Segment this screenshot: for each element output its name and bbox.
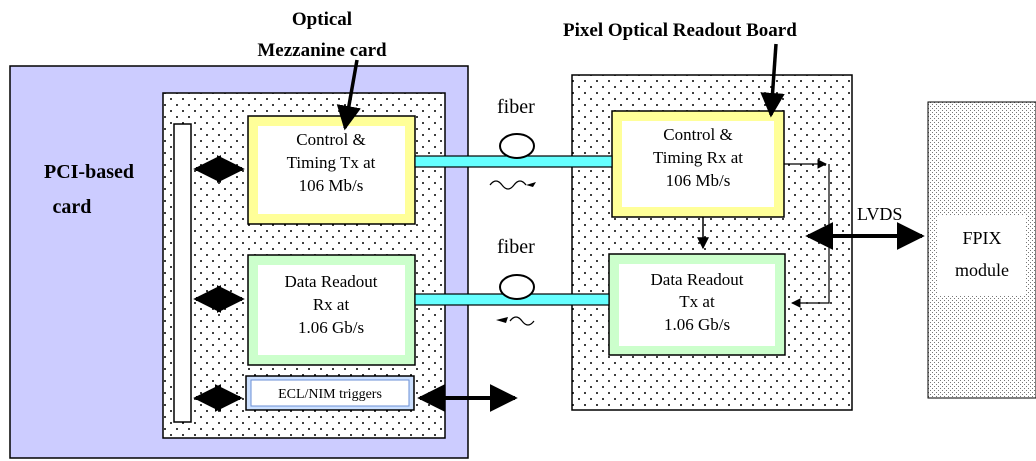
control-timing-rx-line2: Timing Rx at bbox=[653, 148, 743, 167]
arrow-bus-vertical bbox=[791, 164, 830, 308]
data-readout-rx-line2: Rx at bbox=[313, 295, 350, 314]
fpix-line1: FPIX bbox=[962, 228, 1001, 248]
ecl-nim-label: ECL/NIM triggers bbox=[278, 387, 382, 402]
pci-bus-bar bbox=[173, 123, 192, 423]
signal-wave-bottom bbox=[509, 316, 535, 326]
fpix-line2: module bbox=[955, 260, 1009, 280]
pci-title-line1: PCI-based bbox=[44, 161, 134, 183]
data-readout-rx-line3: 1.06 Gb/s bbox=[298, 318, 364, 337]
data-readout-tx-line2: Tx at bbox=[679, 292, 715, 311]
control-timing-tx-line2: Timing Tx at bbox=[287, 153, 376, 172]
arrow-mezzanine-title bbox=[336, 59, 361, 131]
fiber-coil-top bbox=[499, 133, 535, 159]
arrow-porb-title bbox=[760, 43, 785, 118]
fiber-label-top: fiber bbox=[497, 96, 535, 118]
control-timing-rx-line1: Control & bbox=[663, 125, 732, 144]
mezzanine-title-line1: Optical bbox=[292, 9, 352, 30]
porb-title: Pixel Optical Readout Board bbox=[563, 20, 797, 41]
pci-title-line2: card bbox=[53, 196, 92, 218]
fiber-coil-bottom bbox=[499, 274, 535, 300]
data-readout-tx-line3: 1.06 Gb/s bbox=[664, 315, 730, 334]
control-timing-rx-line3: 106 Mb/s bbox=[666, 171, 731, 190]
control-timing-tx-line3: 106 Mb/s bbox=[299, 176, 364, 195]
lvds-label: LVDS bbox=[857, 204, 902, 224]
fiber-label-bottom: fiber bbox=[497, 236, 535, 258]
signal-wave-top bbox=[489, 180, 527, 190]
data-readout-tx-line1: Data Readout bbox=[651, 270, 744, 289]
control-timing-tx-line1: Control & bbox=[296, 130, 365, 149]
mezzanine-title-line2: Mezzanine card bbox=[257, 40, 387, 61]
data-readout-rx-line1: Data Readout bbox=[285, 272, 378, 291]
